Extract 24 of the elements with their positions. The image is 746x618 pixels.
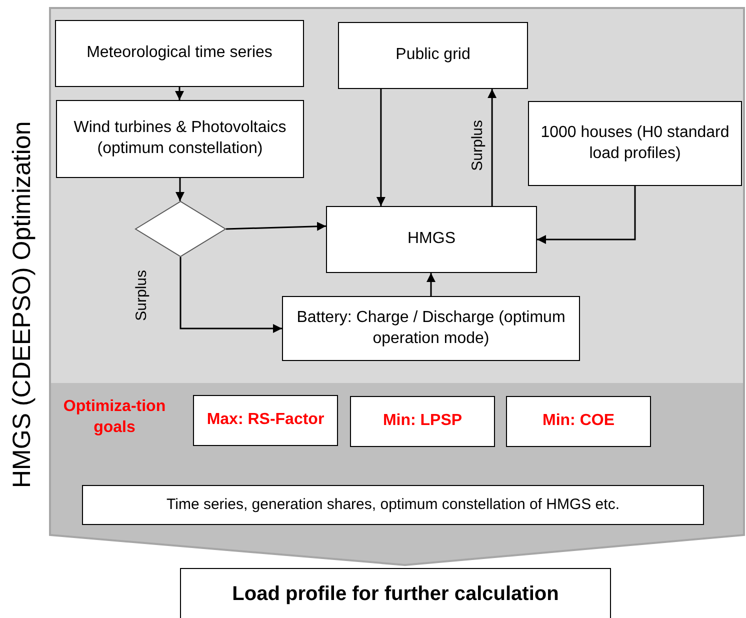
process-box: Meteorological time series [55, 20, 304, 87]
arrow [376, 89, 386, 206]
panel-heading: HMGS (CDEEPSO) Optimization [7, 120, 37, 490]
arrow [537, 186, 636, 244]
process-box: Min: LPSP [350, 396, 495, 447]
arrow [180, 257, 282, 333]
decision-diamond [135, 201, 226, 257]
edge-label: Surplus [132, 270, 152, 321]
edge-label: Surplus [468, 120, 488, 171]
process-box: Battery: Charge / Discharge (optimum operation mode) [282, 296, 580, 361]
arrow [226, 222, 326, 231]
process-box: 1000 houses (H0 standard load profiles) [528, 101, 742, 186]
section-label: Optimiza-tion goals [62, 397, 167, 438]
process-box: Min: COE [506, 396, 651, 447]
process-box: Wind turbines & Photovoltaics (optimum constellation) [56, 100, 304, 178]
arrow [488, 89, 497, 206]
arrow [175, 87, 184, 100]
process-box: Public grid [338, 22, 528, 89]
process-box: Load profile for further calculation [180, 568, 611, 618]
process-box: Max: RS-Factor [193, 395, 338, 446]
arrow [176, 178, 184, 201]
process-box: Time series, generation shares, optimum constellation of HMGS etc. [82, 485, 704, 525]
arrow [426, 273, 436, 296]
process-box: HMGS [326, 206, 537, 273]
